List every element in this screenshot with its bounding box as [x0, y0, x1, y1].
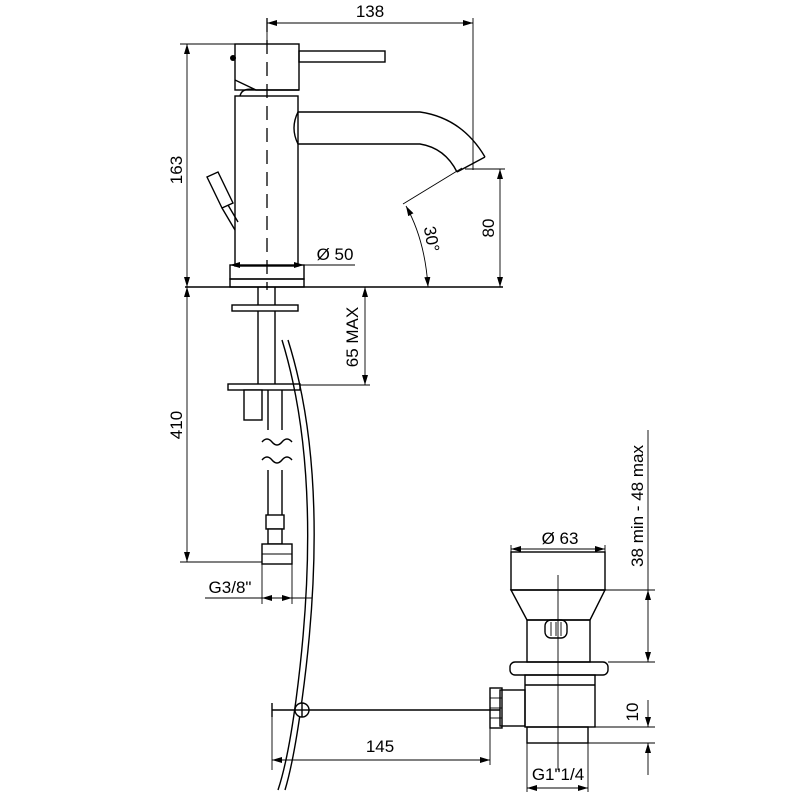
dim-label: G3/8": [209, 578, 252, 597]
dim-label: Ø 50: [317, 245, 354, 264]
dim-basin-thickness: 38 min - 48 max: [605, 430, 655, 663]
dim-138: 138: [266, 2, 474, 170]
dim-30-degrees: 30°: [402, 167, 463, 288]
dim-label: 65 MAX: [343, 307, 362, 367]
dim-g3-8: G3/8": [205, 564, 312, 604]
dim-diameter-50: Ø 50: [230, 245, 355, 268]
waste-assembly: [489, 551, 609, 770]
dim-label: 80: [479, 219, 498, 238]
dim-diameter-63: Ø 63: [510, 529, 606, 552]
dim-80: 80: [465, 168, 505, 287]
dim-163: 163: [167, 43, 235, 287]
dim-label: 163: [167, 156, 186, 184]
dim-410: 410: [167, 287, 262, 563]
dim-145: 145: [271, 717, 491, 770]
fixing-assembly: [227, 287, 301, 565]
dim-label: 30°: [420, 225, 443, 254]
dim-label: 10: [623, 703, 642, 722]
popup-rod: [271, 339, 500, 791]
dim-label: 38 min - 48 max: [628, 445, 647, 567]
dim-label: G1"1/4: [532, 765, 584, 784]
dim-label: Ø 63: [542, 529, 579, 548]
dim-label: 138: [356, 2, 384, 21]
dim-g1-1-4: G1"1/4: [526, 743, 589, 792]
dim-10: 10: [588, 700, 655, 775]
dim-label: 410: [167, 411, 186, 439]
dim-65-max: 65 MAX: [300, 287, 370, 386]
dim-label: 145: [366, 737, 394, 756]
